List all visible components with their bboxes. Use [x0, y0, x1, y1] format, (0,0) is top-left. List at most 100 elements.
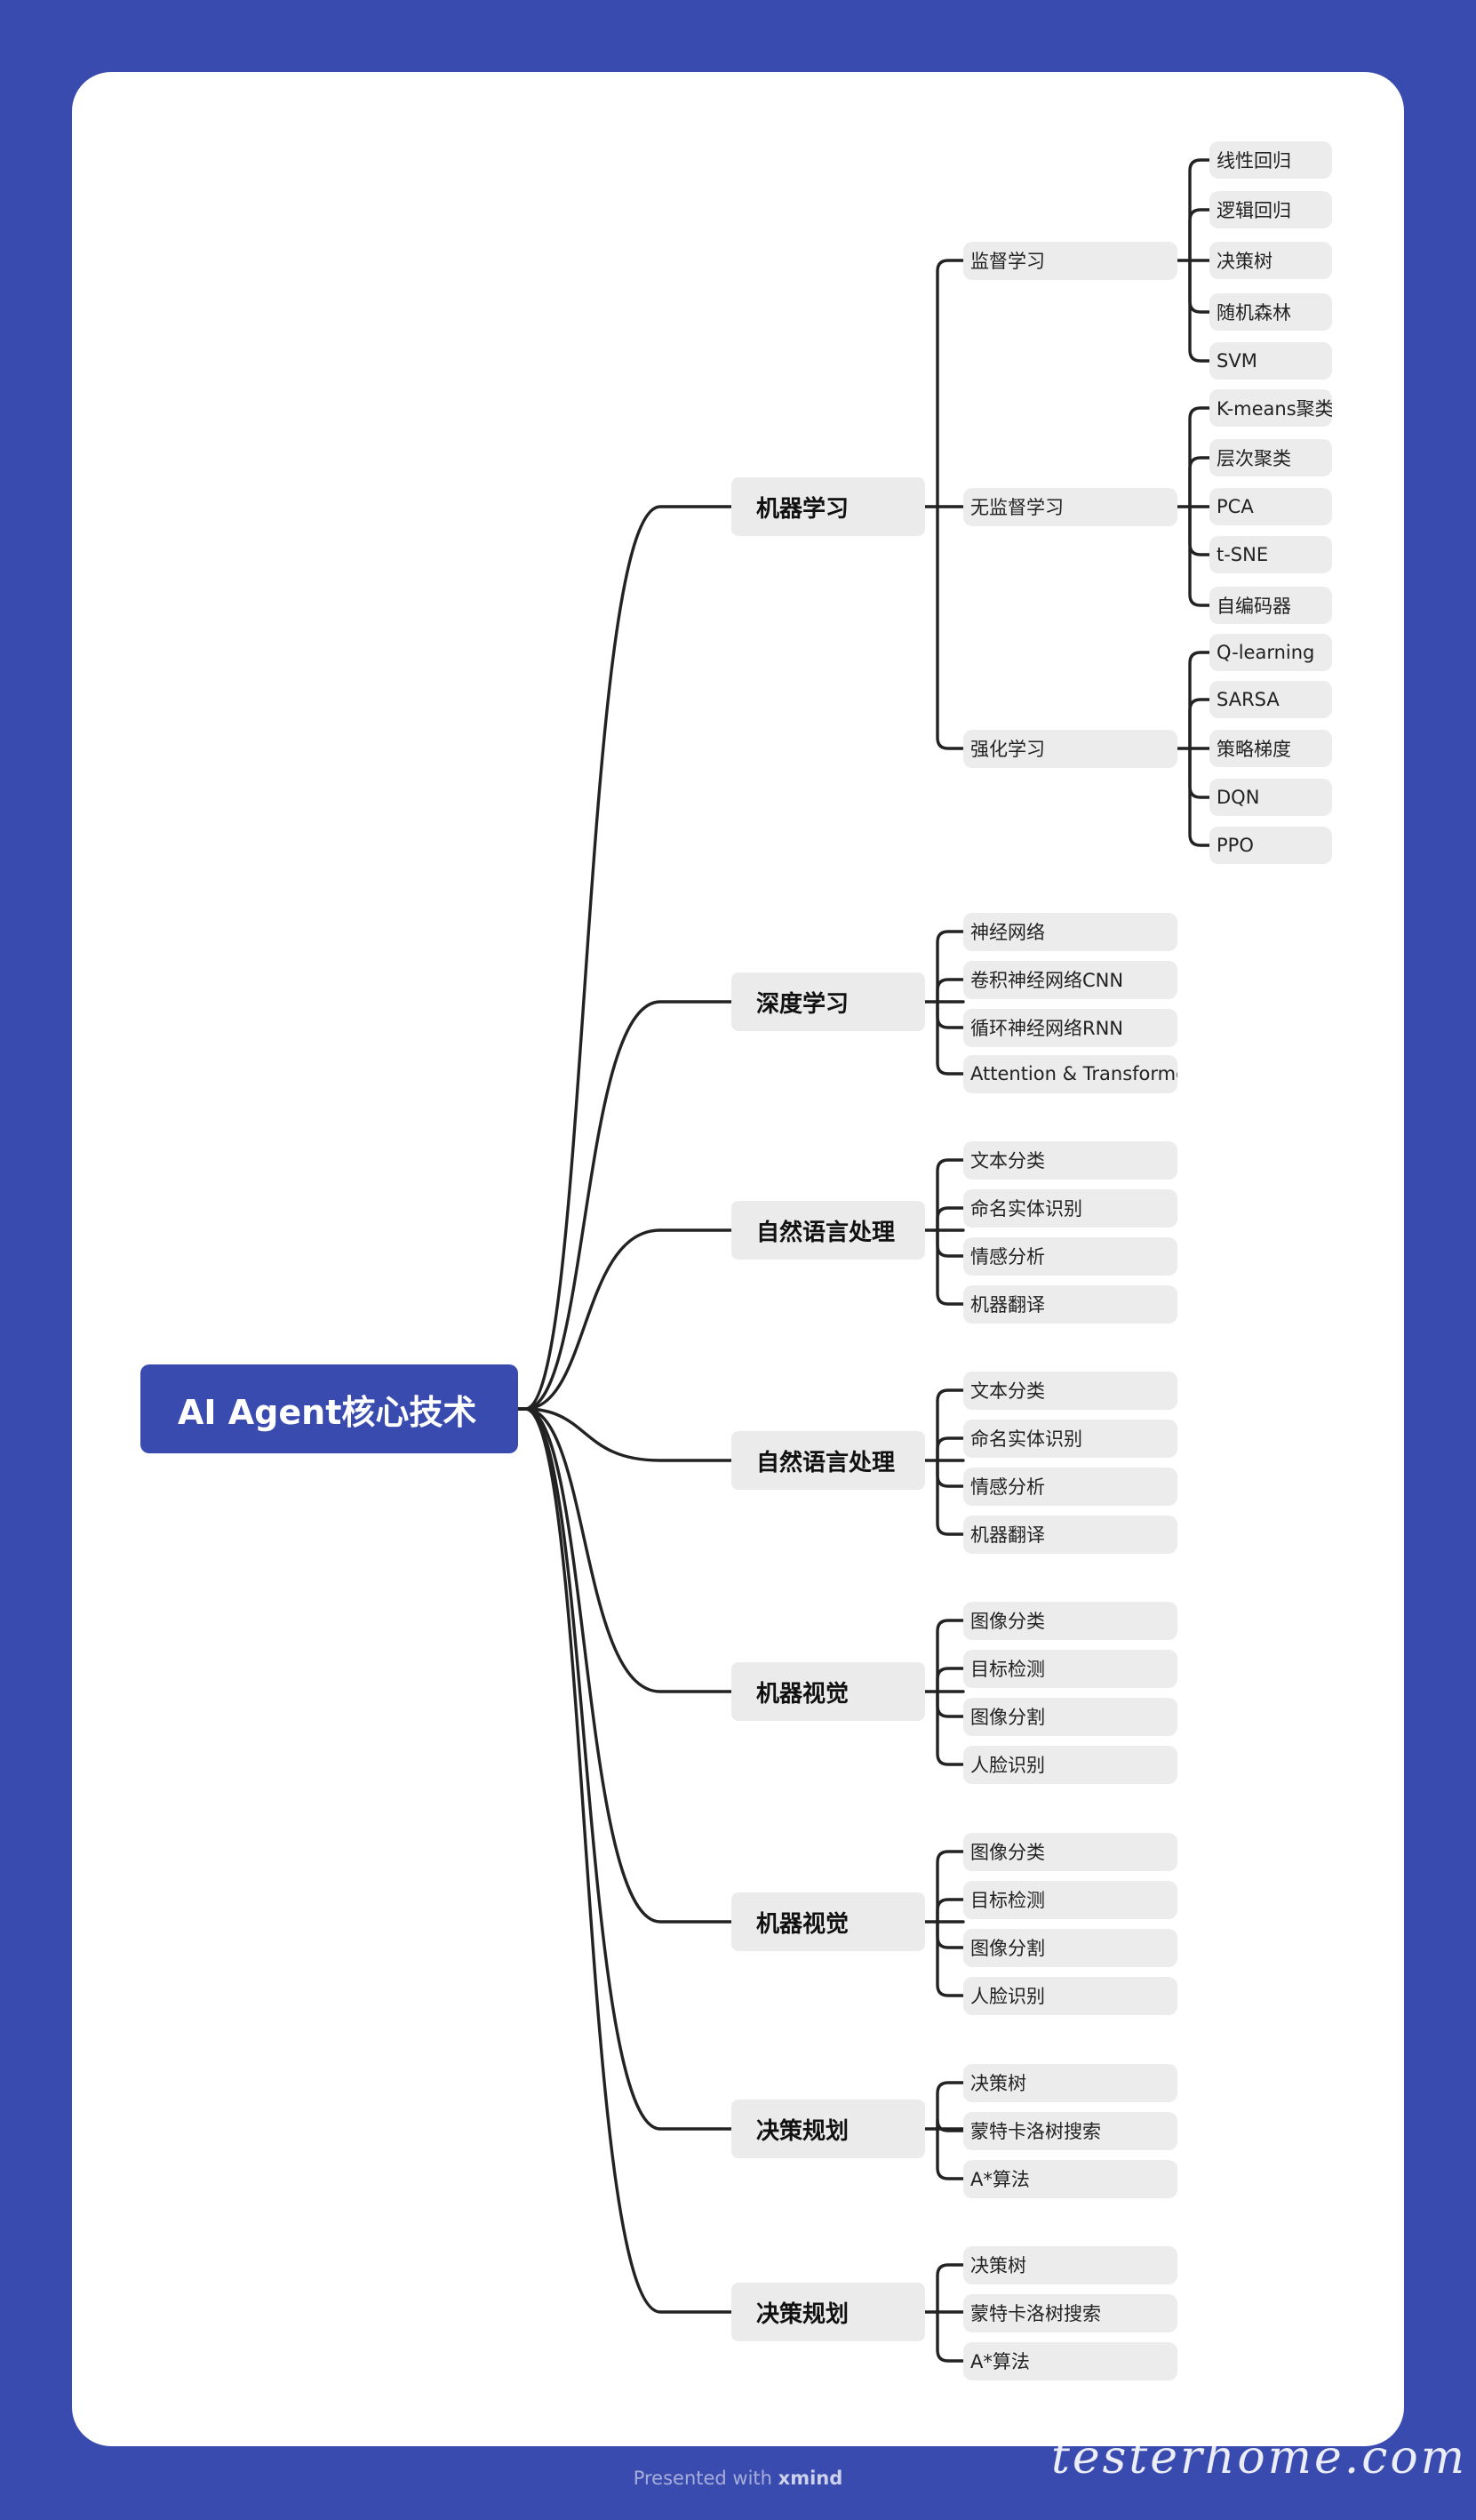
branch-node[interactable]: 深度学习	[731, 972, 925, 1031]
connector-line	[516, 1228, 733, 1411]
root-node[interactable]: AI Agent核心技术	[140, 1364, 518, 1453]
topic-node[interactable]: 神经网络	[963, 912, 1177, 951]
connector-line	[516, 1407, 733, 1462]
topic-node[interactable]: 循环神经网络RNN	[963, 1008, 1177, 1047]
connector-line	[936, 2310, 965, 2363]
connector-line	[936, 2127, 965, 2180]
topic-node[interactable]: 目标检测	[963, 1649, 1177, 1688]
topic-node[interactable]: 强化学习	[963, 729, 1177, 768]
connector-line	[1188, 259, 1211, 363]
branch-node[interactable]: 机器视觉	[731, 1892, 925, 1951]
branch-node[interactable]: 决策规划	[731, 2283, 925, 2341]
subtopic-node[interactable]: 随机森林	[1209, 293, 1332, 331]
subtopic-node[interactable]: 自编码器	[1209, 587, 1332, 624]
connector-line	[1188, 259, 1211, 314]
topic-node[interactable]: 机器翻译	[963, 1284, 1177, 1324]
connector-line	[1188, 158, 1211, 262]
topic-node[interactable]: 蒙特卡洛树搜索	[963, 2111, 1177, 2150]
subtopic-node[interactable]: t-SNE	[1209, 536, 1332, 573]
subtopic-node[interactable]: SVM	[1209, 342, 1332, 380]
topic-node[interactable]: 决策树	[963, 2245, 1177, 2284]
connector-line	[936, 1436, 965, 1462]
connector-line	[936, 1898, 965, 1924]
topic-node[interactable]: 监督学习	[963, 241, 1177, 280]
connector-line	[936, 1000, 965, 1029]
subtopic-node[interactable]: 逻辑回归	[1209, 191, 1332, 228]
connector-line	[516, 1407, 733, 2314]
connector-line	[936, 2118, 965, 2132]
connector-line	[1188, 651, 1211, 750]
connector-line	[936, 1158, 965, 1232]
connector-line	[1188, 406, 1211, 508]
connector-line	[1188, 505, 1211, 607]
connector-line	[1188, 698, 1211, 750]
branch-node[interactable]: 机器学习	[731, 477, 925, 536]
topic-node[interactable]: 卷积神经网络CNN	[963, 960, 1177, 999]
connector-line	[936, 505, 965, 750]
subtopic-node[interactable]: PPO	[1209, 827, 1332, 864]
branch-node[interactable]: 机器视觉	[731, 1662, 925, 1721]
connector-line	[936, 1459, 965, 1488]
connector-line	[936, 1206, 965, 1232]
topic-node[interactable]: Attention & Transformer	[963, 1054, 1177, 1093]
connector-line	[936, 1228, 965, 1306]
topic-node[interactable]: A*算法	[963, 2159, 1177, 2198]
connector-line	[936, 1690, 965, 1718]
subtopic-node[interactable]: Q-learning	[1209, 634, 1332, 671]
branch-node[interactable]: 决策规划	[731, 2100, 925, 2158]
connector-line	[516, 1407, 733, 1924]
topic-node[interactable]: 命名实体识别	[963, 1419, 1177, 1458]
connector-line	[936, 930, 965, 1004]
connector-line	[1188, 747, 1211, 799]
topic-node[interactable]: 命名实体识别	[963, 1188, 1177, 1228]
connector-line	[936, 978, 965, 1004]
topic-node[interactable]: 无监督学习	[963, 487, 1177, 526]
connector-line	[936, 1920, 965, 1949]
connector-line	[936, 1920, 965, 1997]
connector-line	[1188, 505, 1211, 556]
connector-line	[936, 1000, 965, 1076]
topic-node[interactable]: 人脸识别	[963, 1745, 1177, 1784]
connector-line	[936, 1690, 965, 1766]
subtopic-node[interactable]: 策略梯度	[1209, 730, 1332, 767]
topic-node[interactable]: 蒙特卡洛树搜索	[963, 2293, 1177, 2332]
topic-node[interactable]: 图像分割	[963, 1697, 1177, 1736]
topic-node[interactable]: A*算法	[963, 2341, 1177, 2380]
connector-lines	[516, 158, 1211, 2363]
watermark: testerhome.com	[1050, 2431, 1467, 2484]
connector-line	[936, 2263, 965, 2314]
topic-node[interactable]: 人脸识别	[963, 1976, 1177, 2015]
topic-node[interactable]: 图像分割	[963, 1928, 1177, 1967]
connector-line	[516, 1000, 733, 1411]
subtopic-node[interactable]: 决策树	[1209, 242, 1332, 279]
footer-brand[interactable]: xmind	[778, 2468, 843, 2489]
topic-node[interactable]: 情感分析	[963, 1467, 1177, 1506]
subtopic-node[interactable]: 线性回归	[1209, 141, 1332, 179]
connector-line	[936, 1619, 965, 1693]
connector-line	[936, 1388, 965, 1462]
topic-node[interactable]: 文本分类	[963, 1371, 1177, 1410]
connector-line	[1188, 208, 1211, 262]
footer-prefix: Presented with	[633, 2468, 772, 2489]
connector-line	[1188, 747, 1211, 847]
subtopic-node[interactable]: PCA	[1209, 488, 1332, 525]
topic-node[interactable]: 目标检测	[963, 1880, 1177, 1919]
branch-node[interactable]: 自然语言处理	[731, 1201, 925, 1260]
topic-node[interactable]: 图像分类	[963, 1832, 1177, 1871]
branch-node[interactable]: 自然语言处理	[731, 1431, 925, 1490]
subtopic-node[interactable]: K-means聚类	[1209, 389, 1332, 427]
connector-line	[516, 1407, 733, 2131]
footer-credit: Presented with xmind	[0, 2468, 1476, 2489]
topic-node[interactable]: 机器翻译	[963, 1515, 1177, 1554]
topic-node[interactable]: 情感分析	[963, 1236, 1177, 1276]
connector-line	[936, 1667, 965, 1693]
topic-node[interactable]: 决策树	[963, 2063, 1177, 2102]
connector-line	[936, 1459, 965, 1536]
topic-node[interactable]: 文本分类	[963, 1140, 1177, 1180]
subtopic-node[interactable]: SARSA	[1209, 681, 1332, 718]
subtopic-node[interactable]: DQN	[1209, 779, 1332, 816]
subtopic-node[interactable]: 层次聚类	[1209, 439, 1332, 476]
connector-line	[936, 1850, 965, 1924]
topic-node[interactable]: 图像分类	[963, 1601, 1177, 1640]
